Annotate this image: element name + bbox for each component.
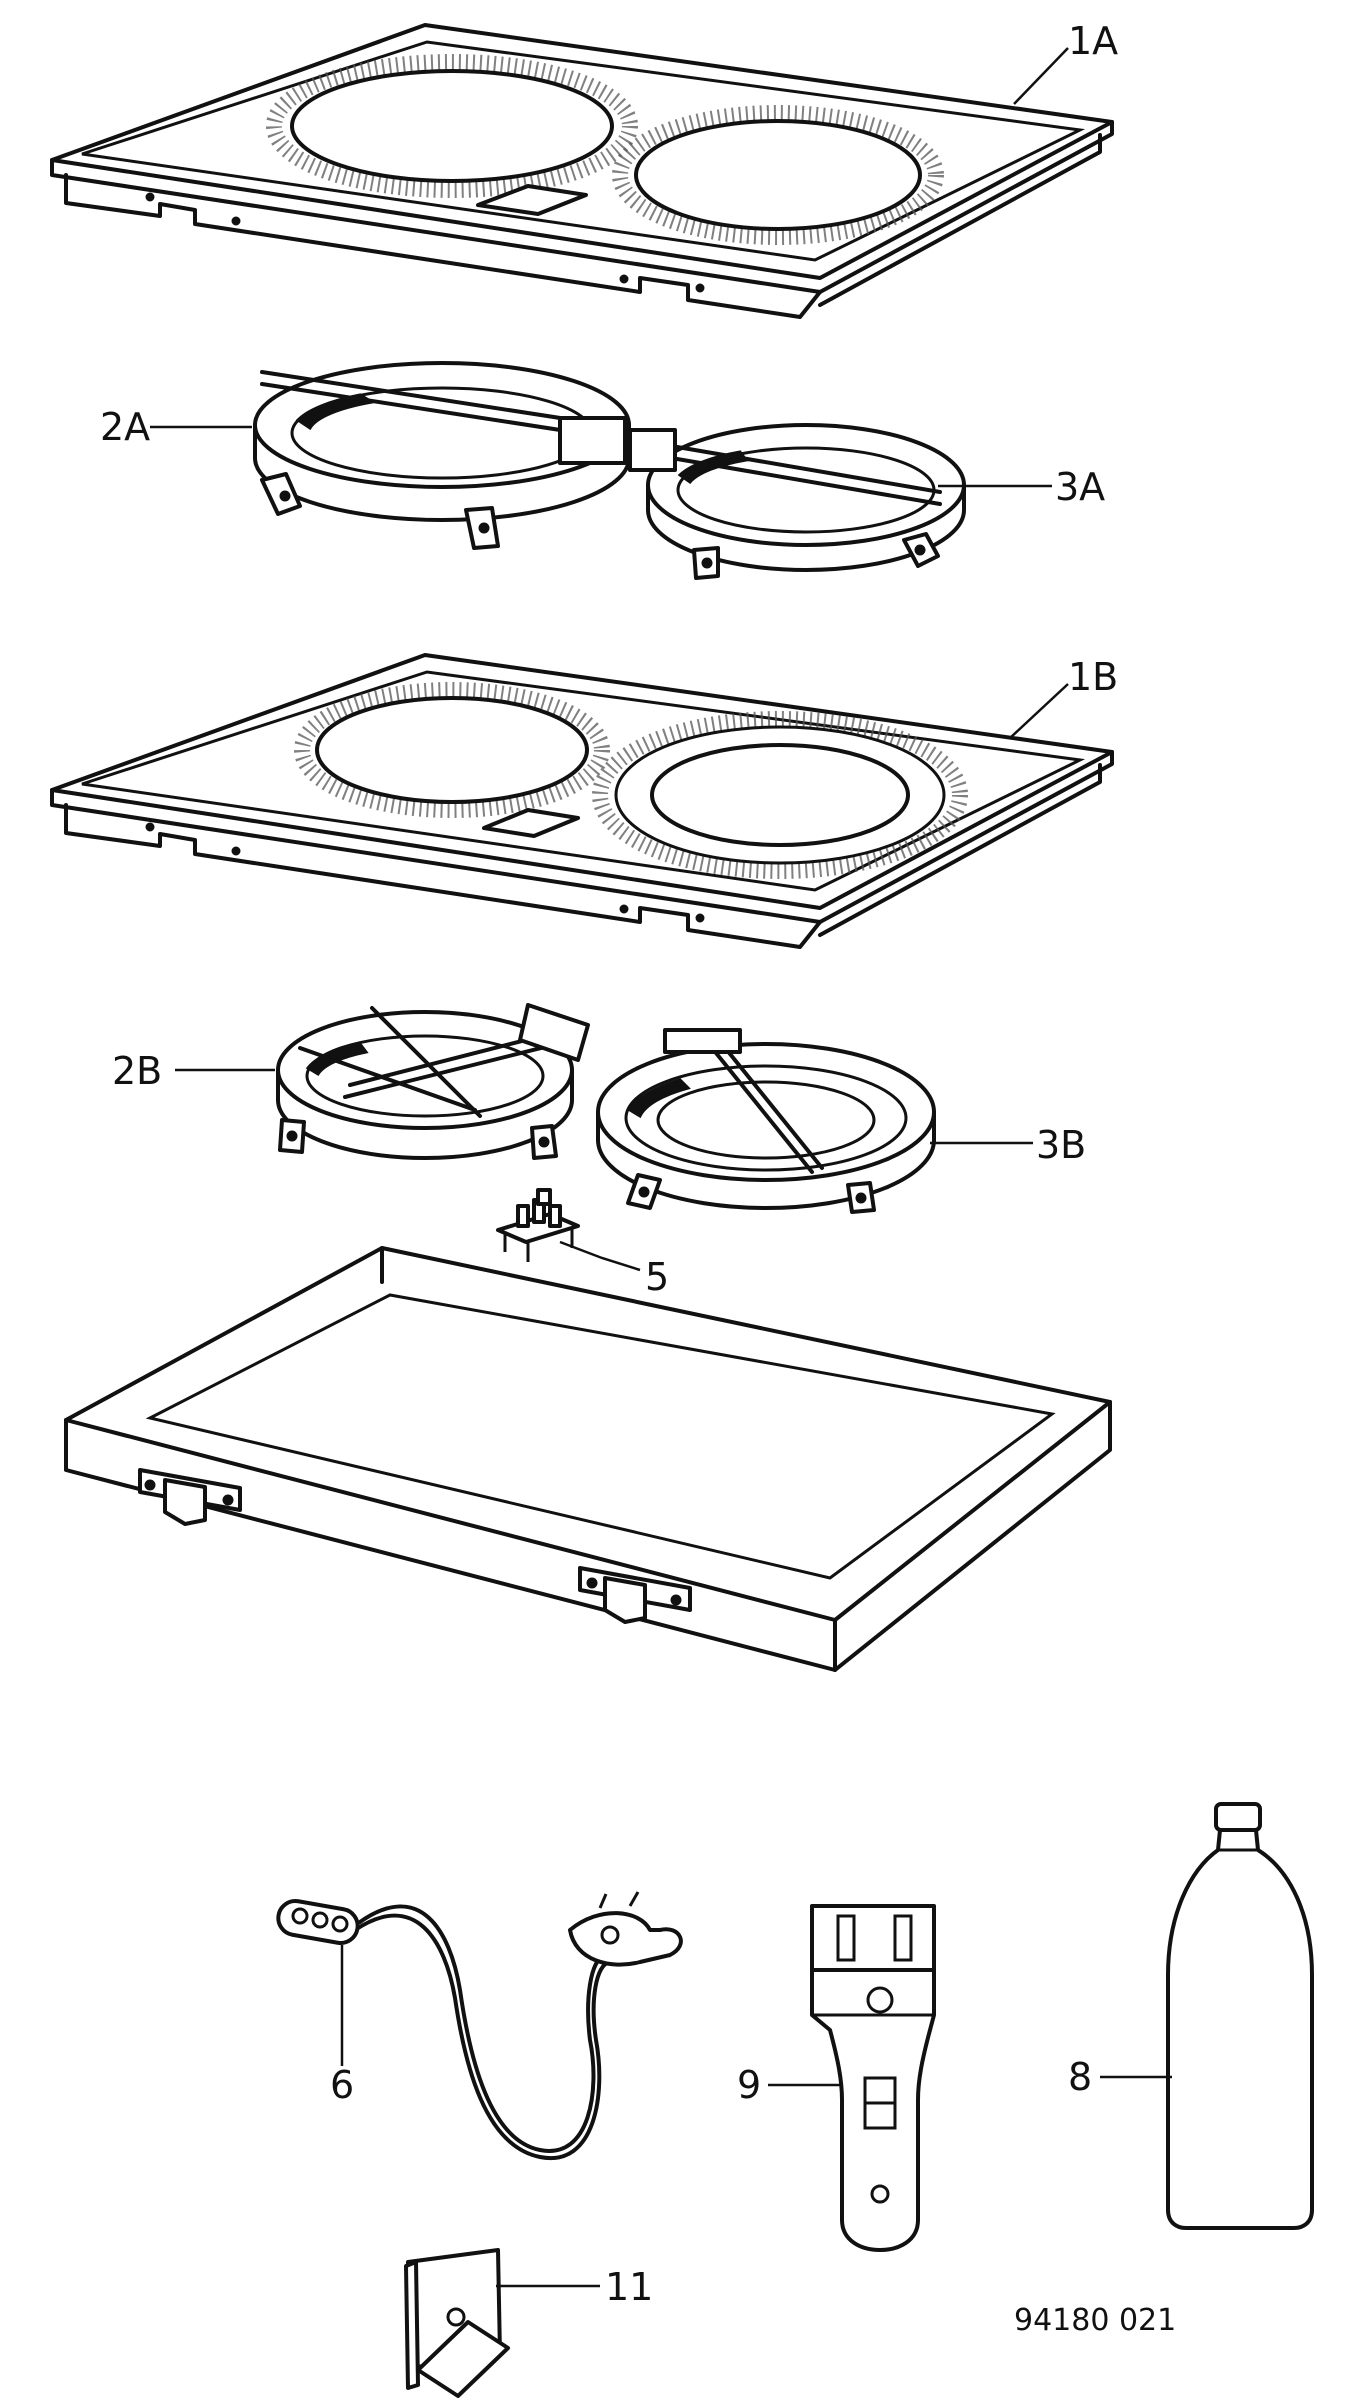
terminal-block-5	[496, 1188, 580, 1262]
label-9: 9	[737, 2063, 761, 2107]
drawing-number: 94180 021	[1014, 2303, 1176, 2338]
heating-element-3a	[628, 423, 966, 580]
label-3b: 3B	[1036, 1123, 1086, 1167]
label-2a: 2A	[100, 405, 150, 449]
heating-element-3b	[596, 1028, 936, 1214]
hob-top-1a	[50, 23, 1114, 319]
hob-top-1b	[50, 653, 1114, 949]
bracket-11	[404, 2248, 510, 2398]
heating-element-2b	[276, 1003, 590, 1160]
bottle-8	[1166, 1802, 1314, 2230]
label-1a: 1A	[1068, 19, 1118, 63]
bottom-tray	[64, 1246, 1112, 1672]
scraper-9	[810, 1904, 936, 2252]
label-6: 6	[330, 2063, 354, 2107]
heating-element-2a	[253, 361, 631, 550]
label-1b: 1B	[1068, 655, 1118, 699]
cable-6	[276, 1891, 683, 2161]
label-2b: 2B	[112, 1049, 162, 1093]
label-11: 11	[605, 2265, 653, 2309]
label-5: 5	[645, 1255, 669, 1299]
label-3a: 3A	[1055, 465, 1105, 509]
label-8: 8	[1068, 2055, 1092, 2099]
